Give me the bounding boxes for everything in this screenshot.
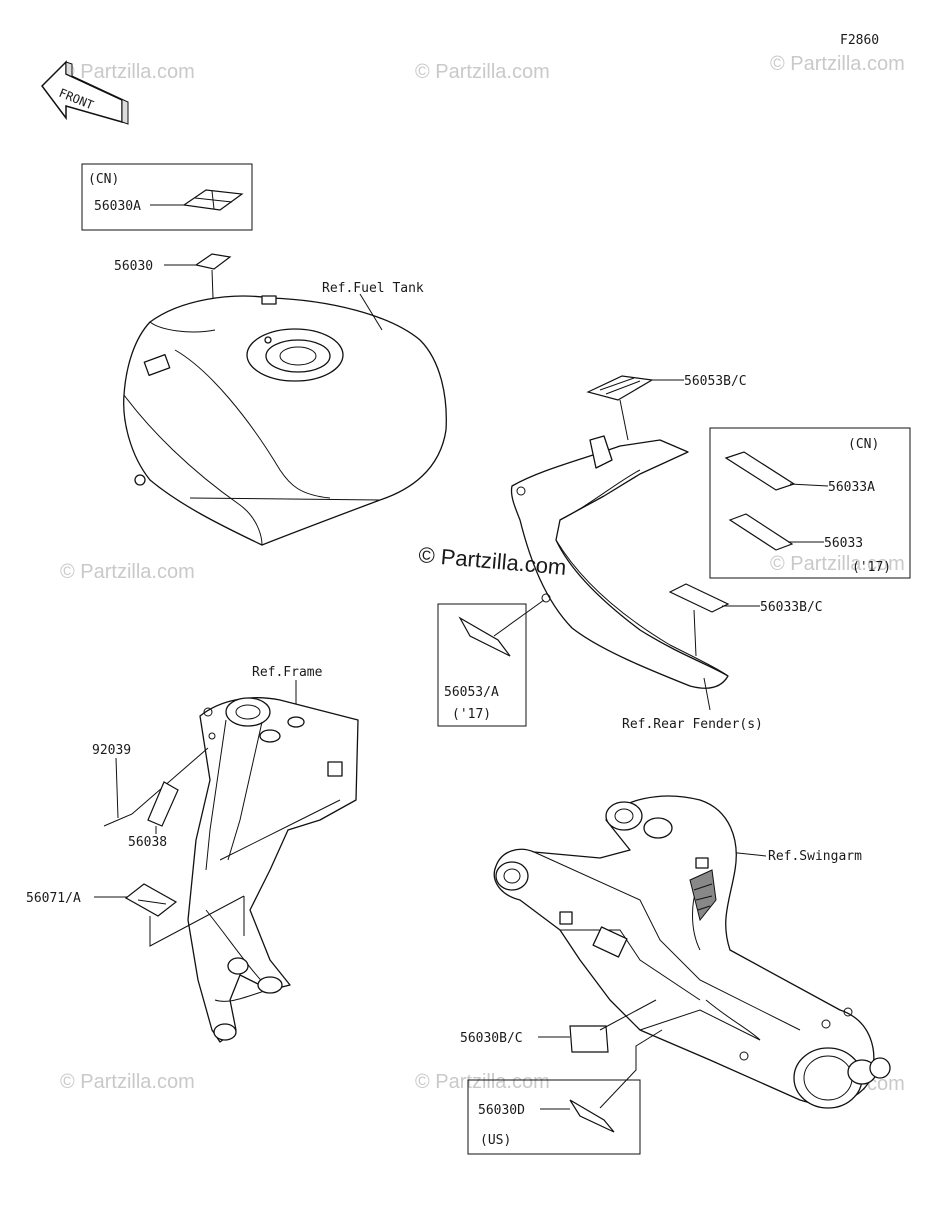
ref-swingarm-label[interactable]: Ref.Swingarm (768, 849, 862, 864)
cn-box-header: (CN) (848, 437, 879, 452)
part-label-56053BC[interactable]: 56053B/C (684, 374, 747, 389)
watermark: © Partzilla.com (415, 1071, 550, 1093)
front-arrow-icon: FRONT (41, 60, 129, 125)
part-year-56033: ('17) (852, 560, 891, 575)
region-label-56030D: (US) (480, 1133, 511, 1148)
part-label-56033A[interactable]: 56033A (828, 480, 875, 495)
decal-56030 (194, 253, 232, 270)
part-label-56030D[interactable]: 56030D (478, 1103, 525, 1118)
decal-group-56071A: 56071/A (26, 883, 245, 947)
decal-group-56030BC: 56030B/C (460, 999, 657, 1053)
frame-part: Ref.Frame (187, 665, 359, 1043)
part-label-56053A[interactable]: 56053/A (444, 685, 499, 700)
part-label-92039[interactable]: 92039 (92, 743, 131, 758)
part-label-56038[interactable]: 56038 (128, 835, 167, 850)
decal-56030BC (569, 1025, 609, 1053)
watermark: © Partzilla.com (770, 53, 905, 75)
decal-group-56033BC: 56033B/C (668, 583, 823, 657)
watermarks: © Partzilla.com © Partzilla.com © Partzi… (60, 53, 905, 1095)
fuel-tank-part: Ref.Fuel Tank (123, 281, 447, 546)
part-label-56033[interactable]: 56033 (824, 536, 863, 551)
cn-box-56033: (CN) 56033A 56033 ('17) (709, 427, 911, 579)
ref-frame-label[interactable]: Ref.Frame (252, 665, 323, 680)
decal-group-56053BC: 56053B/C (586, 374, 747, 441)
cn-box-header: (CN) (88, 172, 119, 187)
box-56053A: 56053/A ('17) (437, 599, 545, 727)
part-label-56030BC[interactable]: 56030B/C (460, 1031, 523, 1046)
watermark: © Partzilla.com (415, 61, 550, 83)
decal-56038 (147, 781, 179, 827)
decal-56053BC (586, 375, 654, 401)
cn-box-56030A: (CN) 56030A (81, 163, 253, 231)
decal-56071A (124, 883, 178, 917)
rear-fender-part: Ref.Rear Fender(s) (510, 435, 763, 732)
decal-group-56038: 92039 56038 (92, 743, 209, 850)
box-56030D: 56030D (US) (467, 1029, 663, 1155)
ref-rear-fender-label[interactable]: Ref.Rear Fender(s) (622, 717, 763, 732)
watermark: © Partzilla.com (60, 1071, 195, 1093)
decal-56033BC (668, 583, 730, 613)
decal-56033 (728, 513, 794, 551)
watermark: © Partzilla.com (60, 61, 195, 83)
watermark: © Partzilla.com (60, 561, 195, 583)
decal-56033A (724, 451, 796, 491)
figure-id: F2860 (840, 33, 879, 48)
part-label-56030[interactable]: 56030 (114, 259, 153, 274)
decal-56053A (458, 616, 511, 657)
part-label-56033BC[interactable]: 56033B/C (760, 600, 823, 615)
decal-56030D (569, 1099, 615, 1133)
part-label-56030A[interactable]: 56030A (94, 199, 141, 214)
part-year-56053A: ('17) (452, 707, 491, 722)
swingarm-part: Ref.Swingarm (493, 795, 891, 1109)
ref-fuel-tank-label[interactable]: Ref.Fuel Tank (322, 281, 424, 296)
part-label-56071A[interactable]: 56071/A (26, 891, 81, 906)
watermark: © Partzilla.com (770, 553, 905, 575)
